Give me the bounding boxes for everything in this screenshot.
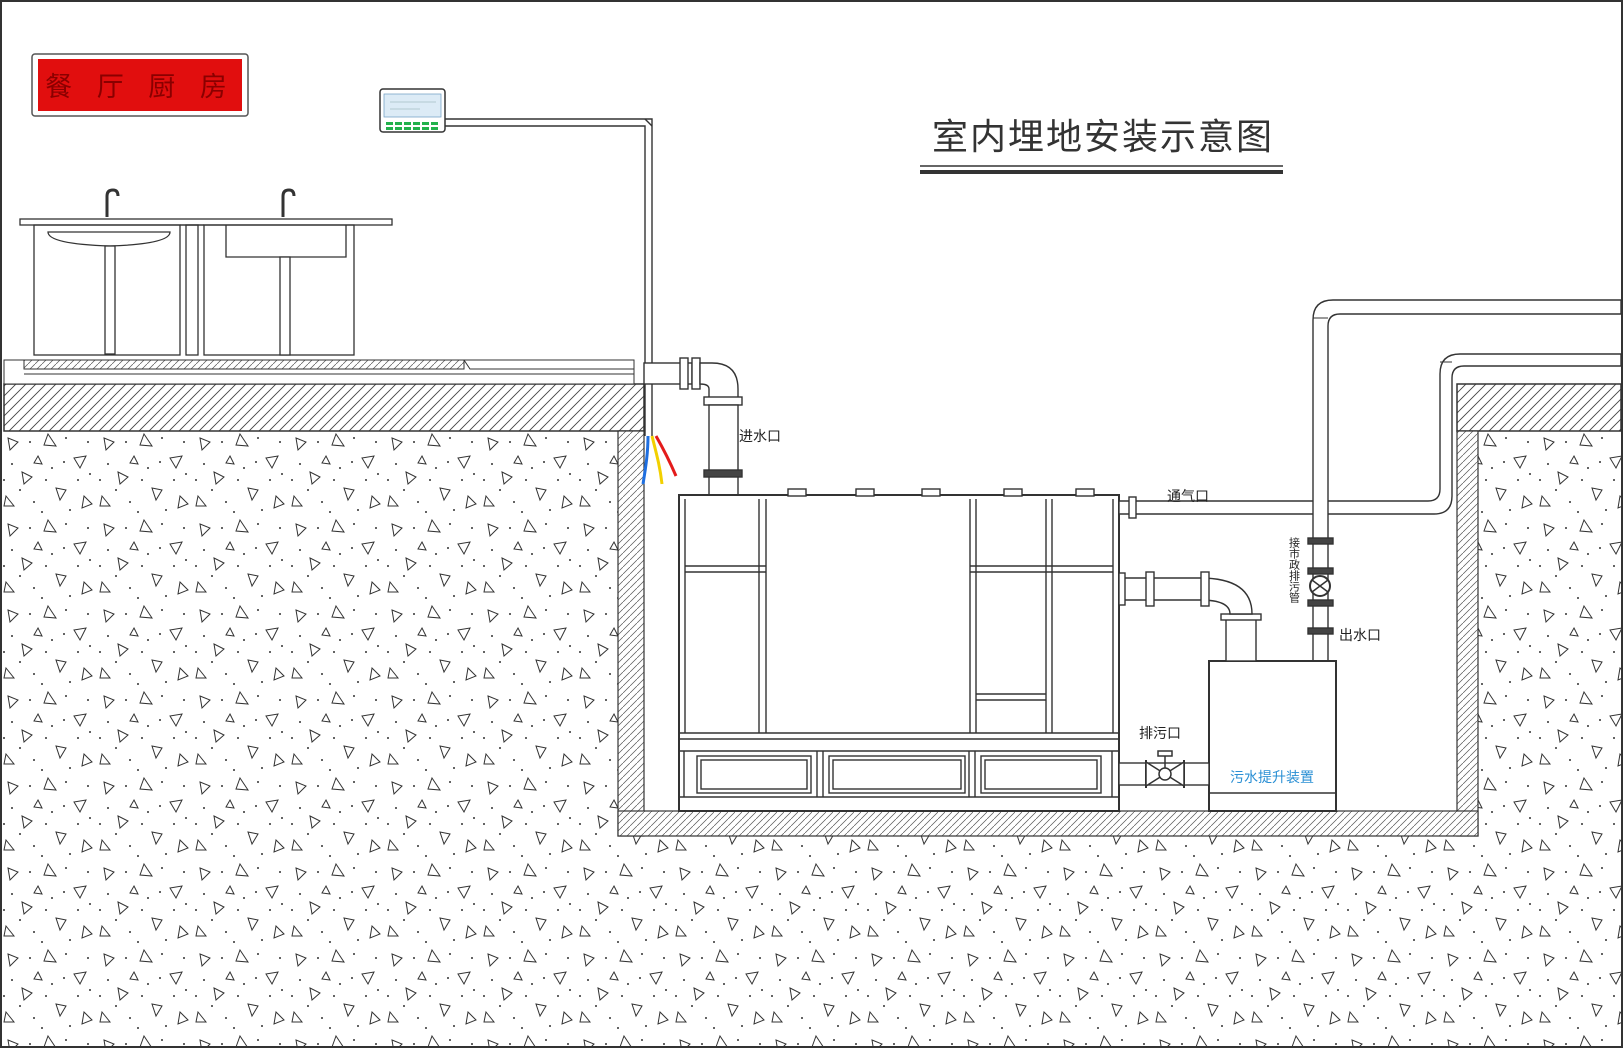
pit-walls	[617, 430, 1479, 837]
diagram-title: 室内埋地安装示意图	[932, 117, 1274, 158]
inlet-pipe	[643, 357, 743, 498]
gate-valve-icon	[1309, 575, 1331, 597]
municipal-discharge-pipe	[1307, 299, 1622, 662]
kitchen-sign: 餐 厅 厨 房	[31, 53, 249, 117]
drain-valve-icon	[1145, 750, 1185, 788]
municipal-pipe-label: 接市政排污管	[1288, 537, 1301, 604]
sign-text: 餐 厅 厨 房	[45, 72, 235, 103]
kitchen-sinks	[19, 188, 393, 356]
floor-slab	[3, 383, 1622, 432]
drain-label: 排污口	[1139, 726, 1181, 742]
treatment-tank	[678, 488, 1120, 812]
floor-drain-grate	[3, 359, 635, 385]
sewage-lift-device	[1118, 571, 1337, 812]
vent-pipe	[1118, 353, 1622, 519]
diagram-title-group: 室内埋地安装示意图	[920, 117, 1283, 174]
concrete-ground	[2, 431, 1621, 1046]
outlet-label: 出水口	[1339, 628, 1381, 644]
lift-device-label: 污水提升装置	[1230, 770, 1314, 786]
vent-label: 通气口	[1167, 489, 1209, 505]
inlet-label: 进水口	[739, 429, 781, 445]
control-panel	[379, 88, 446, 133]
cable-conduit	[445, 118, 653, 436]
power-wires	[641, 435, 678, 485]
